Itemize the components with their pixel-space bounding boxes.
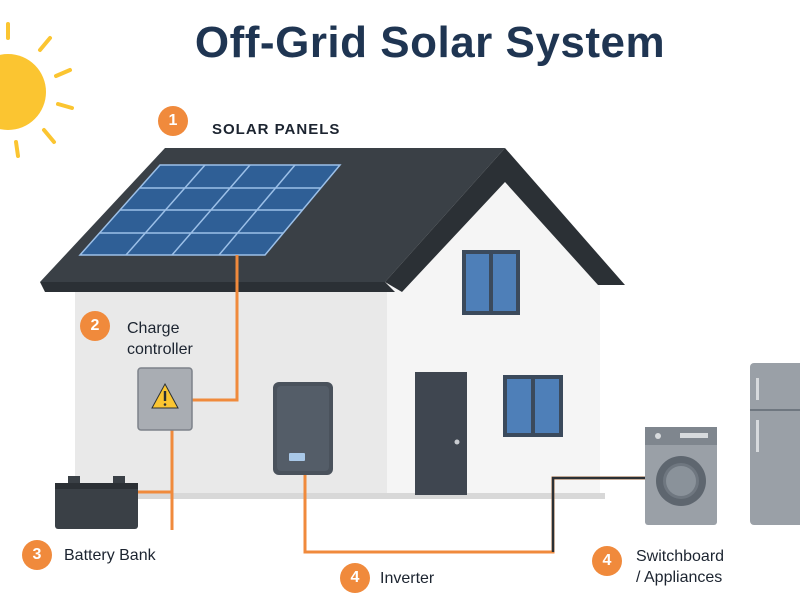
label-battery-bank: Battery Bank	[64, 547, 156, 564]
component-number-badge: 4	[340, 563, 370, 593]
component-number-badge: 4	[592, 546, 622, 576]
label-charge-controller: Charge controller	[127, 318, 193, 360]
label-switchboard-appliances: Switchboard / Appliances	[636, 546, 724, 588]
label-line: / Appliances	[636, 569, 723, 586]
washing-machine	[645, 427, 717, 525]
inverter	[273, 382, 333, 475]
house-front-wall	[75, 282, 387, 495]
label-line: controller	[127, 341, 193, 358]
label-inverter: Inverter	[380, 570, 435, 587]
label-line: Charge	[127, 320, 180, 337]
page-title: Off-Grid Solar System	[194, 18, 666, 67]
charge-controller	[137, 367, 193, 431]
label-solar-panels: SOLAR PANELS	[212, 121, 341, 138]
component-number-badge: 1	[158, 106, 188, 136]
upper-window	[462, 250, 520, 315]
lower-window	[503, 375, 563, 437]
sun-icon	[0, 22, 74, 158]
battery-bank	[55, 476, 138, 529]
refrigerator	[750, 363, 800, 525]
solar-panel-array	[78, 164, 342, 256]
component-number-badge: 3	[22, 540, 52, 570]
warning-icon	[151, 382, 179, 409]
label-line: Switchboard	[636, 548, 725, 565]
front-door	[415, 372, 467, 495]
component-number-badge: 2	[80, 311, 110, 341]
